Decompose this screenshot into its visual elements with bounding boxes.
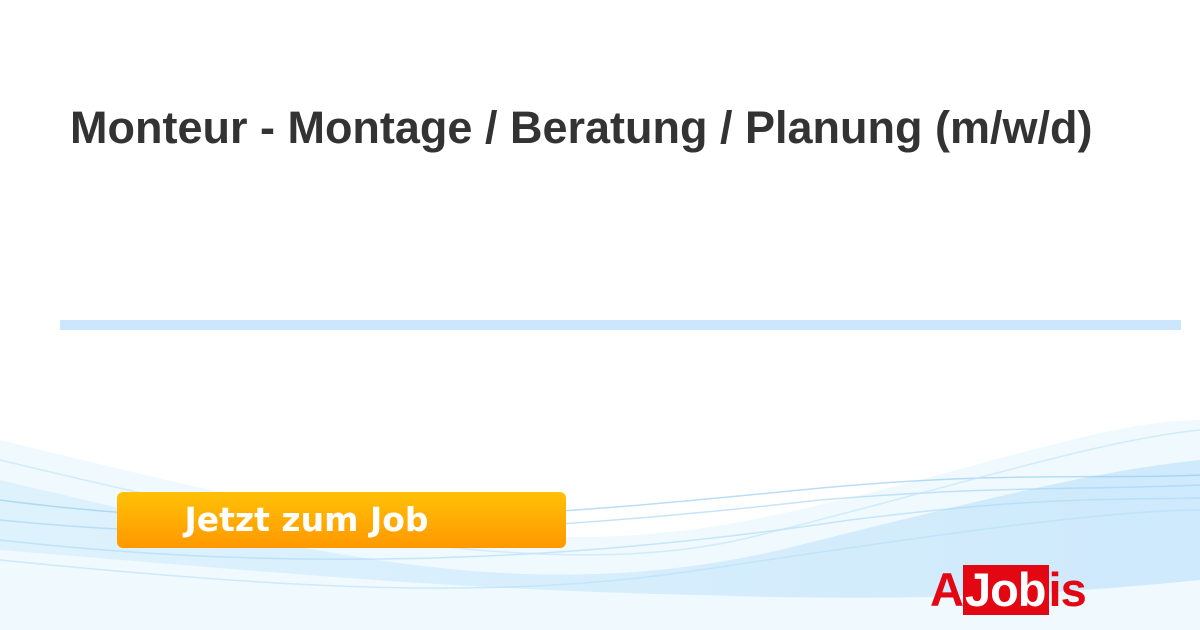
logo-part-job: Job: [962, 565, 1049, 615]
logo-part-a: A: [930, 563, 964, 616]
ajobis-logo[interactable]: AJobis: [930, 563, 1087, 616]
divider: [60, 320, 1181, 330]
logo-part-is: is: [1048, 563, 1087, 616]
apply-now-button[interactable]: Jetzt zum Job: [117, 492, 566, 548]
job-title: Monteur - Montage / Beratung / Planung (…: [70, 102, 1093, 153]
